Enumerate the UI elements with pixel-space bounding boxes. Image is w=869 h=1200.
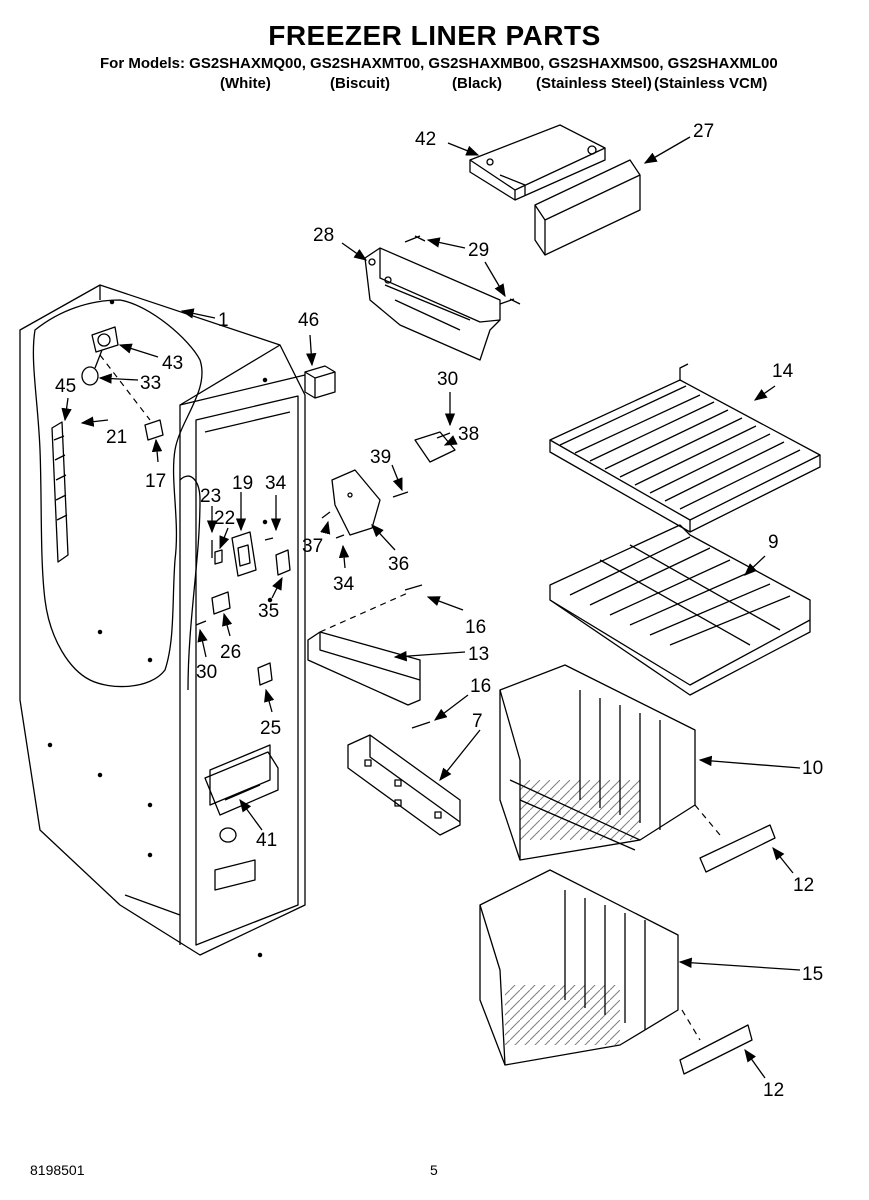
control-box-part-36 [331, 469, 409, 536]
callout-22: 22 [214, 508, 235, 529]
trim-part-12b [679, 1024, 753, 1075]
page-number: 5 [430, 1162, 438, 1178]
callout-12-upper: 12 [793, 875, 814, 896]
part-7 [347, 734, 461, 836]
callout-27: 27 [693, 121, 714, 142]
callout-14: 14 [772, 361, 794, 382]
cover-part-42 [469, 124, 606, 201]
callout-7: 7 [472, 711, 483, 732]
leader-lines [61, 136, 801, 1079]
callout-26: 26 [220, 642, 241, 663]
screw-part-29b [499, 298, 521, 305]
callout-9: 9 [768, 532, 779, 553]
shelf-part-9 [549, 524, 811, 696]
switch-part-38 [414, 431, 456, 463]
screw-part-29a [404, 235, 426, 243]
part-35 [275, 549, 291, 576]
callout-41: 41 [256, 830, 277, 851]
part-26 [211, 591, 231, 615]
color-stainless-vcm: (Stainless VCM) [654, 75, 768, 92]
callout-35: 35 [258, 601, 279, 622]
doc-number: 8198501 [30, 1162, 85, 1178]
callout-36: 36 [388, 554, 409, 575]
screw-part-16b [411, 721, 431, 729]
callout-29: 29 [468, 240, 489, 261]
callout-33: 33 [140, 373, 161, 394]
lamp-socket-part-43 [81, 326, 119, 386]
shelf-part-14 [549, 363, 821, 533]
callout-25: 25 [260, 718, 281, 739]
clip-part-37 [321, 511, 331, 519]
basket-part-15 [479, 869, 679, 1066]
color-white: (White) [220, 75, 271, 92]
housing-part-19 [231, 531, 257, 577]
callout-30-lower: 30 [196, 662, 217, 683]
models-line: For Models: GS2SHAXMQ00, GS2SHAXMT00, GS… [100, 55, 778, 72]
page-title: FREEZER LINER PARTS [268, 20, 601, 51]
callout-16-lower: 16 [470, 676, 491, 697]
callout-10: 10 [802, 758, 823, 779]
callout-45: 45 [55, 376, 76, 397]
callout-39: 39 [370, 447, 391, 468]
part-41 [204, 751, 279, 816]
color-biscuit: (Biscuit) [330, 75, 390, 92]
callout-21: 21 [106, 427, 127, 448]
rail-part-45 [51, 421, 69, 563]
callout-19: 19 [232, 473, 253, 494]
callout-1: 1 [218, 310, 229, 331]
screw-part-34a [264, 537, 274, 541]
callout-38: 38 [458, 424, 479, 445]
rail-part-13 [307, 631, 421, 706]
trim-part-12a [699, 824, 776, 873]
color-black: (Black) [452, 75, 503, 92]
clip-part-17 [144, 419, 164, 441]
callout-17: 17 [145, 471, 166, 492]
screw-part-30b [195, 620, 207, 626]
callout-37: 37 [302, 536, 323, 557]
door-panel-part-27 [534, 159, 641, 256]
callout-23: 23 [200, 486, 221, 507]
callout-46: 46 [298, 310, 319, 331]
callout-16-upper: 16 [465, 617, 486, 638]
screw-part-30a [436, 432, 451, 439]
screw-part-34b [335, 534, 345, 539]
part-25 [257, 662, 273, 686]
callout-13: 13 [468, 644, 489, 665]
callout-15: 15 [802, 964, 823, 985]
color-stainless-steel: (Stainless Steel) [536, 75, 652, 92]
part-22 [214, 549, 223, 565]
bracket-part-46 [304, 365, 336, 399]
housing-part-28 [364, 247, 501, 361]
basket-part-10 [499, 664, 696, 861]
screw-part-16a [404, 584, 423, 591]
callout-28: 28 [313, 225, 334, 246]
callout-42: 42 [415, 129, 436, 150]
callout-12-lower: 12 [763, 1080, 784, 1101]
callout-43: 43 [162, 353, 183, 374]
callout-30-top: 30 [437, 369, 458, 390]
callout-34-lower: 34 [333, 574, 355, 595]
callout-34-upper: 34 [265, 473, 287, 494]
